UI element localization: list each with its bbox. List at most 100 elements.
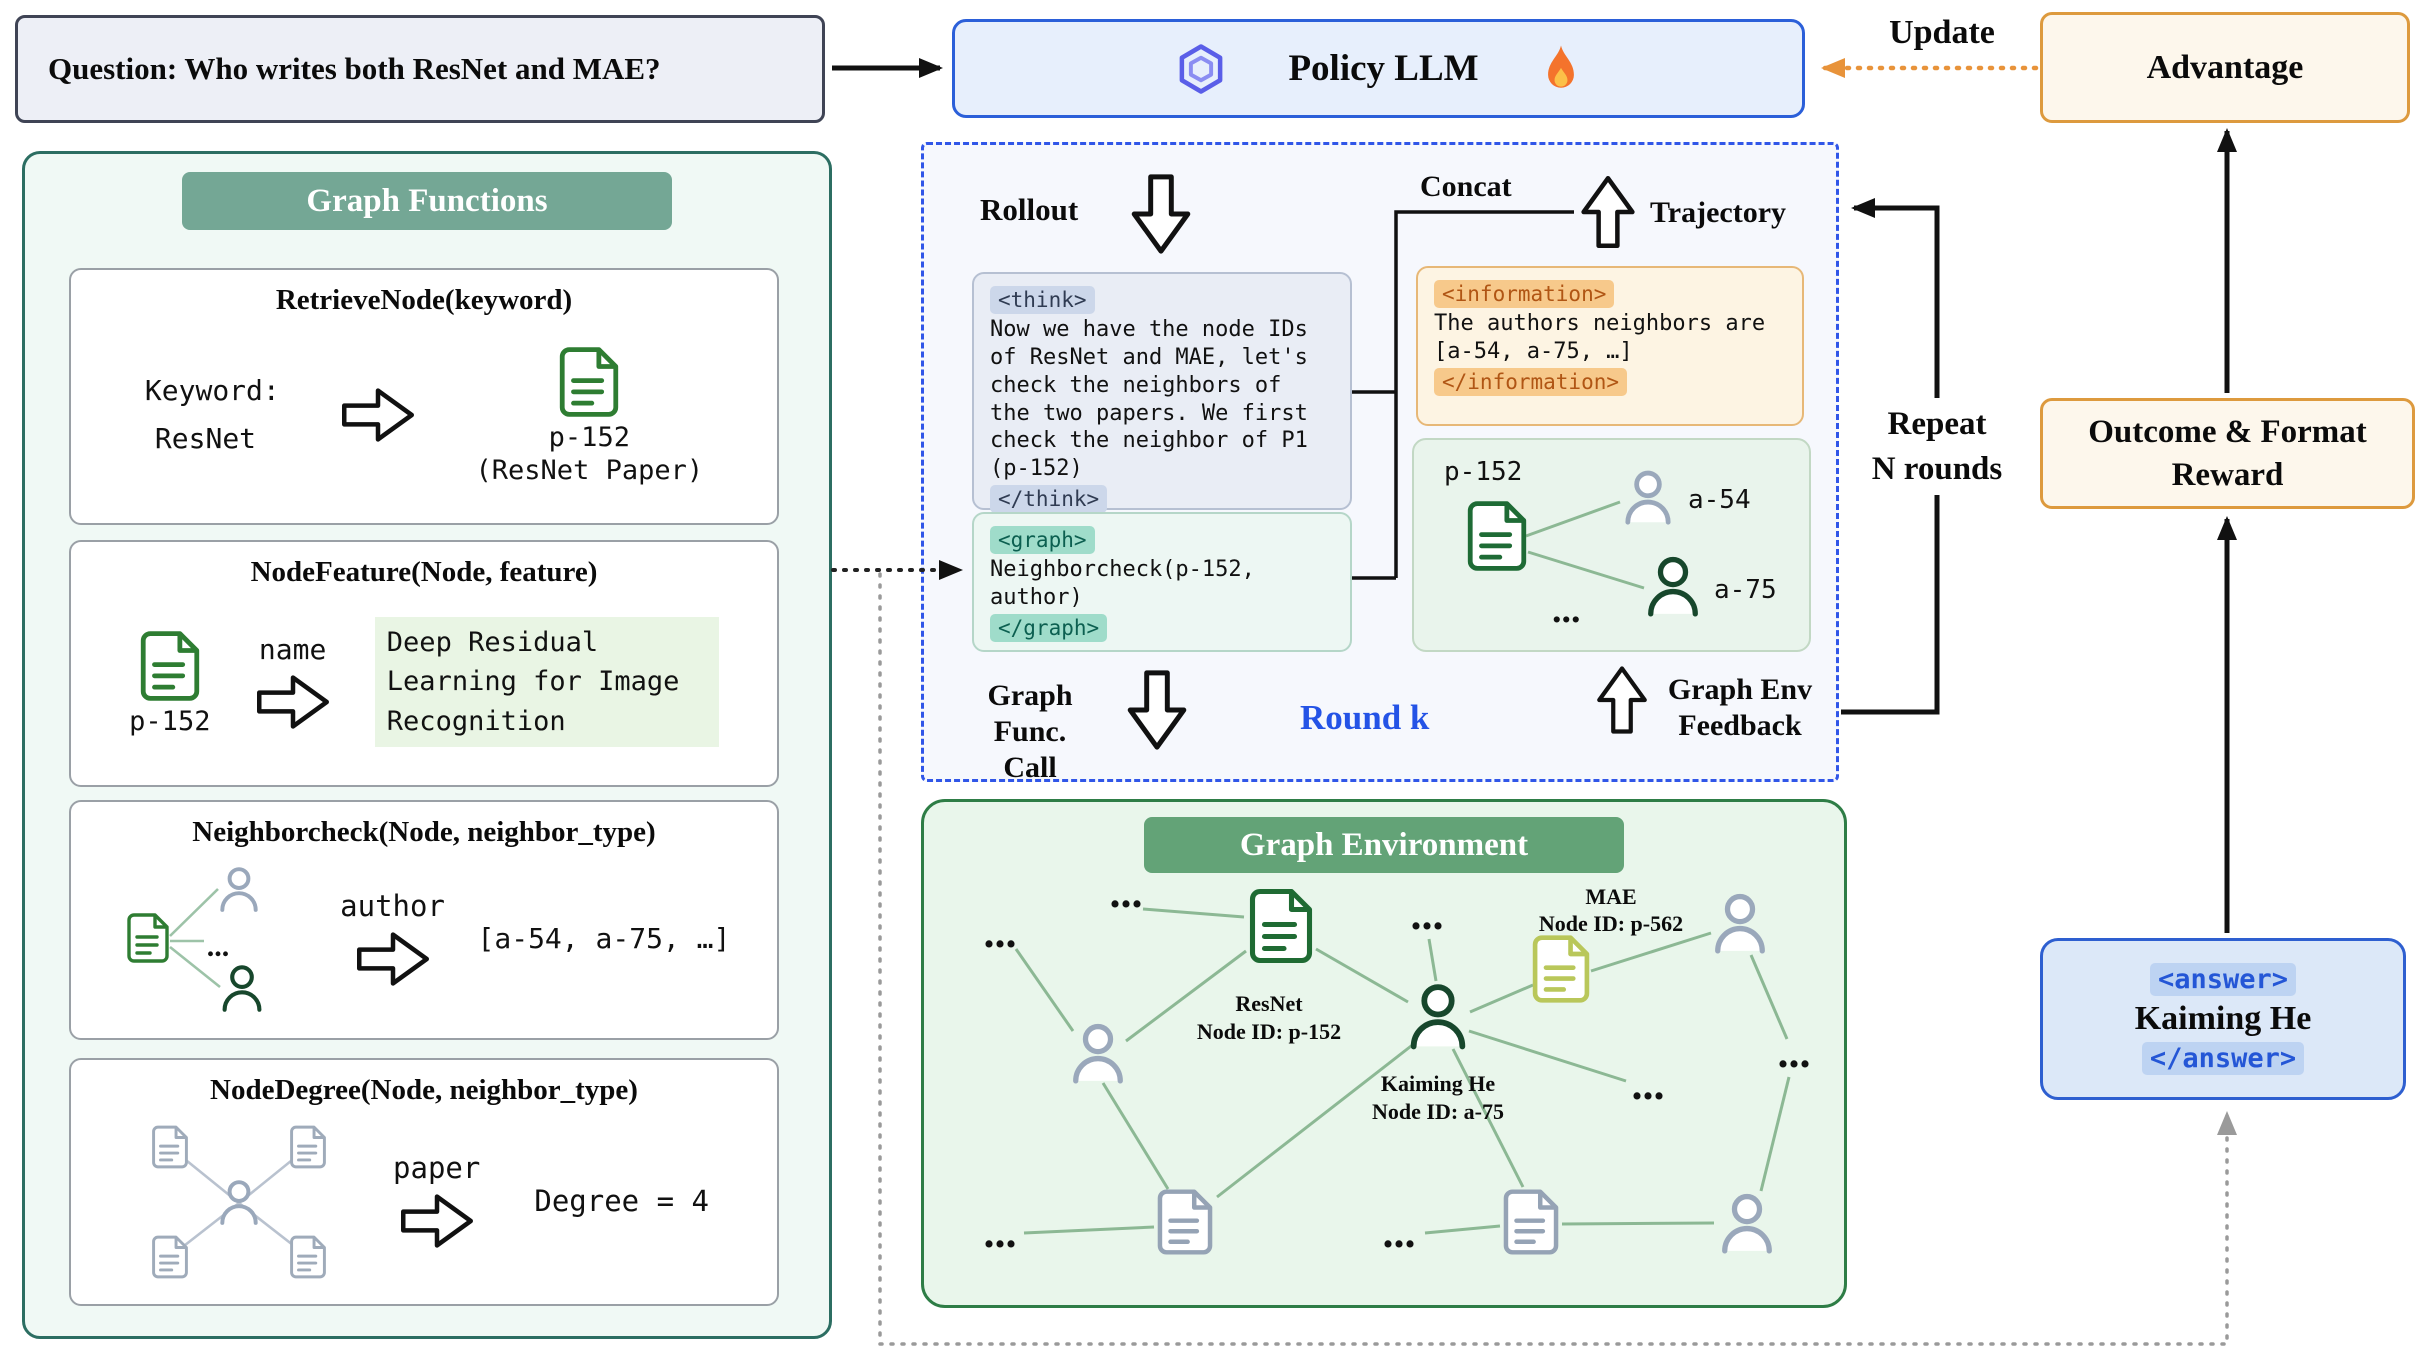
feedback-graph-panel: p-152 a-54 a-75 ... <box>1412 438 1811 652</box>
graph-call-block: <graph> Neighborcheck(p-152, author) </g… <box>972 512 1352 652</box>
outcome-reward-line1: Outcome & Format <box>2088 413 2367 450</box>
neighbor-check-card: Neighborcheck(Node, neighbor_type) ... a… <box>69 800 779 1040</box>
mae-node-label-line2: Node ID: p-562 <box>1539 911 1683 936</box>
ellipsis: ... <box>1411 890 1444 939</box>
paper-document-icon <box>1160 1192 1210 1253</box>
node-feature-result: Deep Residual Learning for Image Recogni… <box>374 617 719 747</box>
graph-open-tag: <graph> <box>990 526 1095 555</box>
answer-close-tag: </answer> <box>2141 1042 2305 1075</box>
kaiming-node-label-line1: Kaiming He <box>1381 1071 1496 1096</box>
answer-open-tag: <answer> <box>2149 963 2297 996</box>
paper-document-icon <box>152 1235 188 1279</box>
node-feature-input: p-152 <box>129 628 210 737</box>
block-arrow-right-icon <box>340 385 416 445</box>
block-arrow-right-icon <box>399 1191 475 1251</box>
author-person-icon <box>224 967 259 1009</box>
neighbor-mini-graph: ... <box>126 867 308 1016</box>
graph-func-call-label: Graph Func. Call <box>948 678 1112 786</box>
feedback-graph: p-152 a-54 a-75 ... <box>1444 457 1777 631</box>
paper-document-icon <box>139 628 201 704</box>
center-node-person-icon <box>220 1180 258 1225</box>
graph-env-feedback-label: Graph Env Feedback <box>1648 672 1832 744</box>
feature-name-label: name <box>258 632 327 666</box>
advantage-label: Advantage <box>2146 48 2304 86</box>
ellipsis: ... <box>1778 1028 1811 1077</box>
concat-label: Concat <box>1420 170 1512 203</box>
policy-llm-box: Policy LLM <box>952 19 1805 118</box>
ellipsis: ... <box>206 930 229 963</box>
outcome-reward-line2: Reward <box>2171 456 2284 493</box>
advantage-box: Advantage <box>2040 12 2410 123</box>
feedback-paper-id: p-152 <box>1444 457 1522 487</box>
question-box: Question: Who writes both ResNet and MAE… <box>15 15 825 123</box>
trajectory-up-arrow-icon <box>1578 168 1638 256</box>
flame-icon <box>1539 42 1583 96</box>
neighbor-check-result: [a-54, a-75, …] <box>477 922 731 955</box>
round-k-label: Round k <box>1300 698 1430 737</box>
retrieve-node-card: RetrieveNode(keyword) Keyword: ResNet p-… <box>69 268 779 525</box>
author-person-icon <box>219 867 258 912</box>
think-close-tag: </think> <box>990 484 1108 514</box>
author-person-icon <box>1651 560 1696 614</box>
node-degree-title: NodeDegree(Node, neighbor_type) <box>210 1074 638 1106</box>
kaiming-node-label-line2: Node ID: a-75 <box>1372 1099 1504 1124</box>
graph-call-text: Neighborcheck(p-152, author) <box>990 557 1255 611</box>
repeat-n-rounds-label: Repeat N rounds <box>1857 398 2017 496</box>
mae-paper-icon <box>1535 938 1587 1001</box>
mae-node-label-line1: MAE <box>1585 884 1636 909</box>
information-close-tag: </information> <box>1434 367 1628 397</box>
block-arrow-right-icon <box>255 672 331 732</box>
neighbor-type-label: author <box>340 888 445 923</box>
keyword-value: ResNet <box>154 422 257 455</box>
rollout-down-arrow-icon <box>1128 172 1194 256</box>
kaiming-he-person-icon <box>1414 987 1463 1046</box>
think-text: Now we have the node IDs of ResNet and M… <box>990 317 1308 482</box>
author-person-icon <box>1076 1027 1121 1081</box>
graph-close-tag: </graph> <box>990 613 1108 643</box>
ellipsis: ... <box>1632 1060 1665 1109</box>
llm-logo-icon <box>1174 42 1228 96</box>
ellipsis: ... <box>1110 868 1143 917</box>
paper-document-icon <box>558 344 620 420</box>
answer-box: <answer> Kaiming He </answer> <box>2040 938 2406 1100</box>
author-person-icon <box>1718 897 1763 951</box>
graph-env-feedback-up-arrow-icon <box>1594 658 1650 742</box>
feedback-author-a: a-54 <box>1688 485 1751 515</box>
rollout-label: Rollout <box>980 192 1079 227</box>
paper-document-icon <box>290 1125 326 1169</box>
graph-func-call-line1: Graph Func. <box>987 679 1073 748</box>
node-feature-title: NodeFeature(Node, feature) <box>250 556 598 588</box>
paper-document-icon <box>1506 1192 1556 1253</box>
ellipsis: ... <box>984 1208 1017 1257</box>
block-arrow-right-icon <box>355 929 431 989</box>
author-person-icon <box>1628 473 1668 522</box>
trajectory-label: Trajectory <box>1650 196 1787 229</box>
ellipsis: ... <box>1552 589 1581 631</box>
information-open-tag: <information> <box>1434 280 1615 309</box>
repeat-line1: Repeat <box>1887 406 1987 442</box>
paper-document-icon <box>152 1125 188 1169</box>
outcome-format-reward-box: Outcome & Format Reward <box>2040 398 2415 509</box>
think-block: <think> Now we have the node IDs of ResN… <box>972 272 1352 514</box>
keyword-input: Keyword: ResNet <box>145 367 280 462</box>
policy-llm-label: Policy LLM <box>1288 48 1479 89</box>
node-degree-card: NodeDegree(Node, neighbor_type) paper <box>69 1058 779 1306</box>
repeat-line2: N rounds <box>1871 450 2003 487</box>
update-label: Update <box>1889 14 1995 51</box>
information-block: <information> The authors neighbors are … <box>1416 266 1804 426</box>
result-node-caption: (ResNet Paper) <box>475 455 704 486</box>
answer-text: Kaiming He <box>2134 1000 2312 1037</box>
node-id-label: p-152 <box>129 705 211 737</box>
retrieve-node-title: RetrieveNode(keyword) <box>275 284 573 316</box>
retrieve-node-result: p-152 (ResNet Paper) <box>475 344 704 486</box>
graph-func-call-line2: Call <box>1003 751 1057 784</box>
graph-func-call-down-arrow-icon <box>1124 666 1190 754</box>
resnet-node-label-line1: ResNet <box>1235 991 1303 1016</box>
ellipsis: ... <box>984 908 1017 957</box>
result-node-id: p-152 <box>548 422 630 453</box>
resnet-paper-icon <box>1253 892 1310 961</box>
resnet-node-label-line2: Node ID: p-152 <box>1197 1019 1341 1044</box>
node-feature-card: NodeFeature(Node, feature) p-152 name De… <box>69 540 779 787</box>
graph-env-feedback-line2: Feedback <box>1678 709 1802 742</box>
